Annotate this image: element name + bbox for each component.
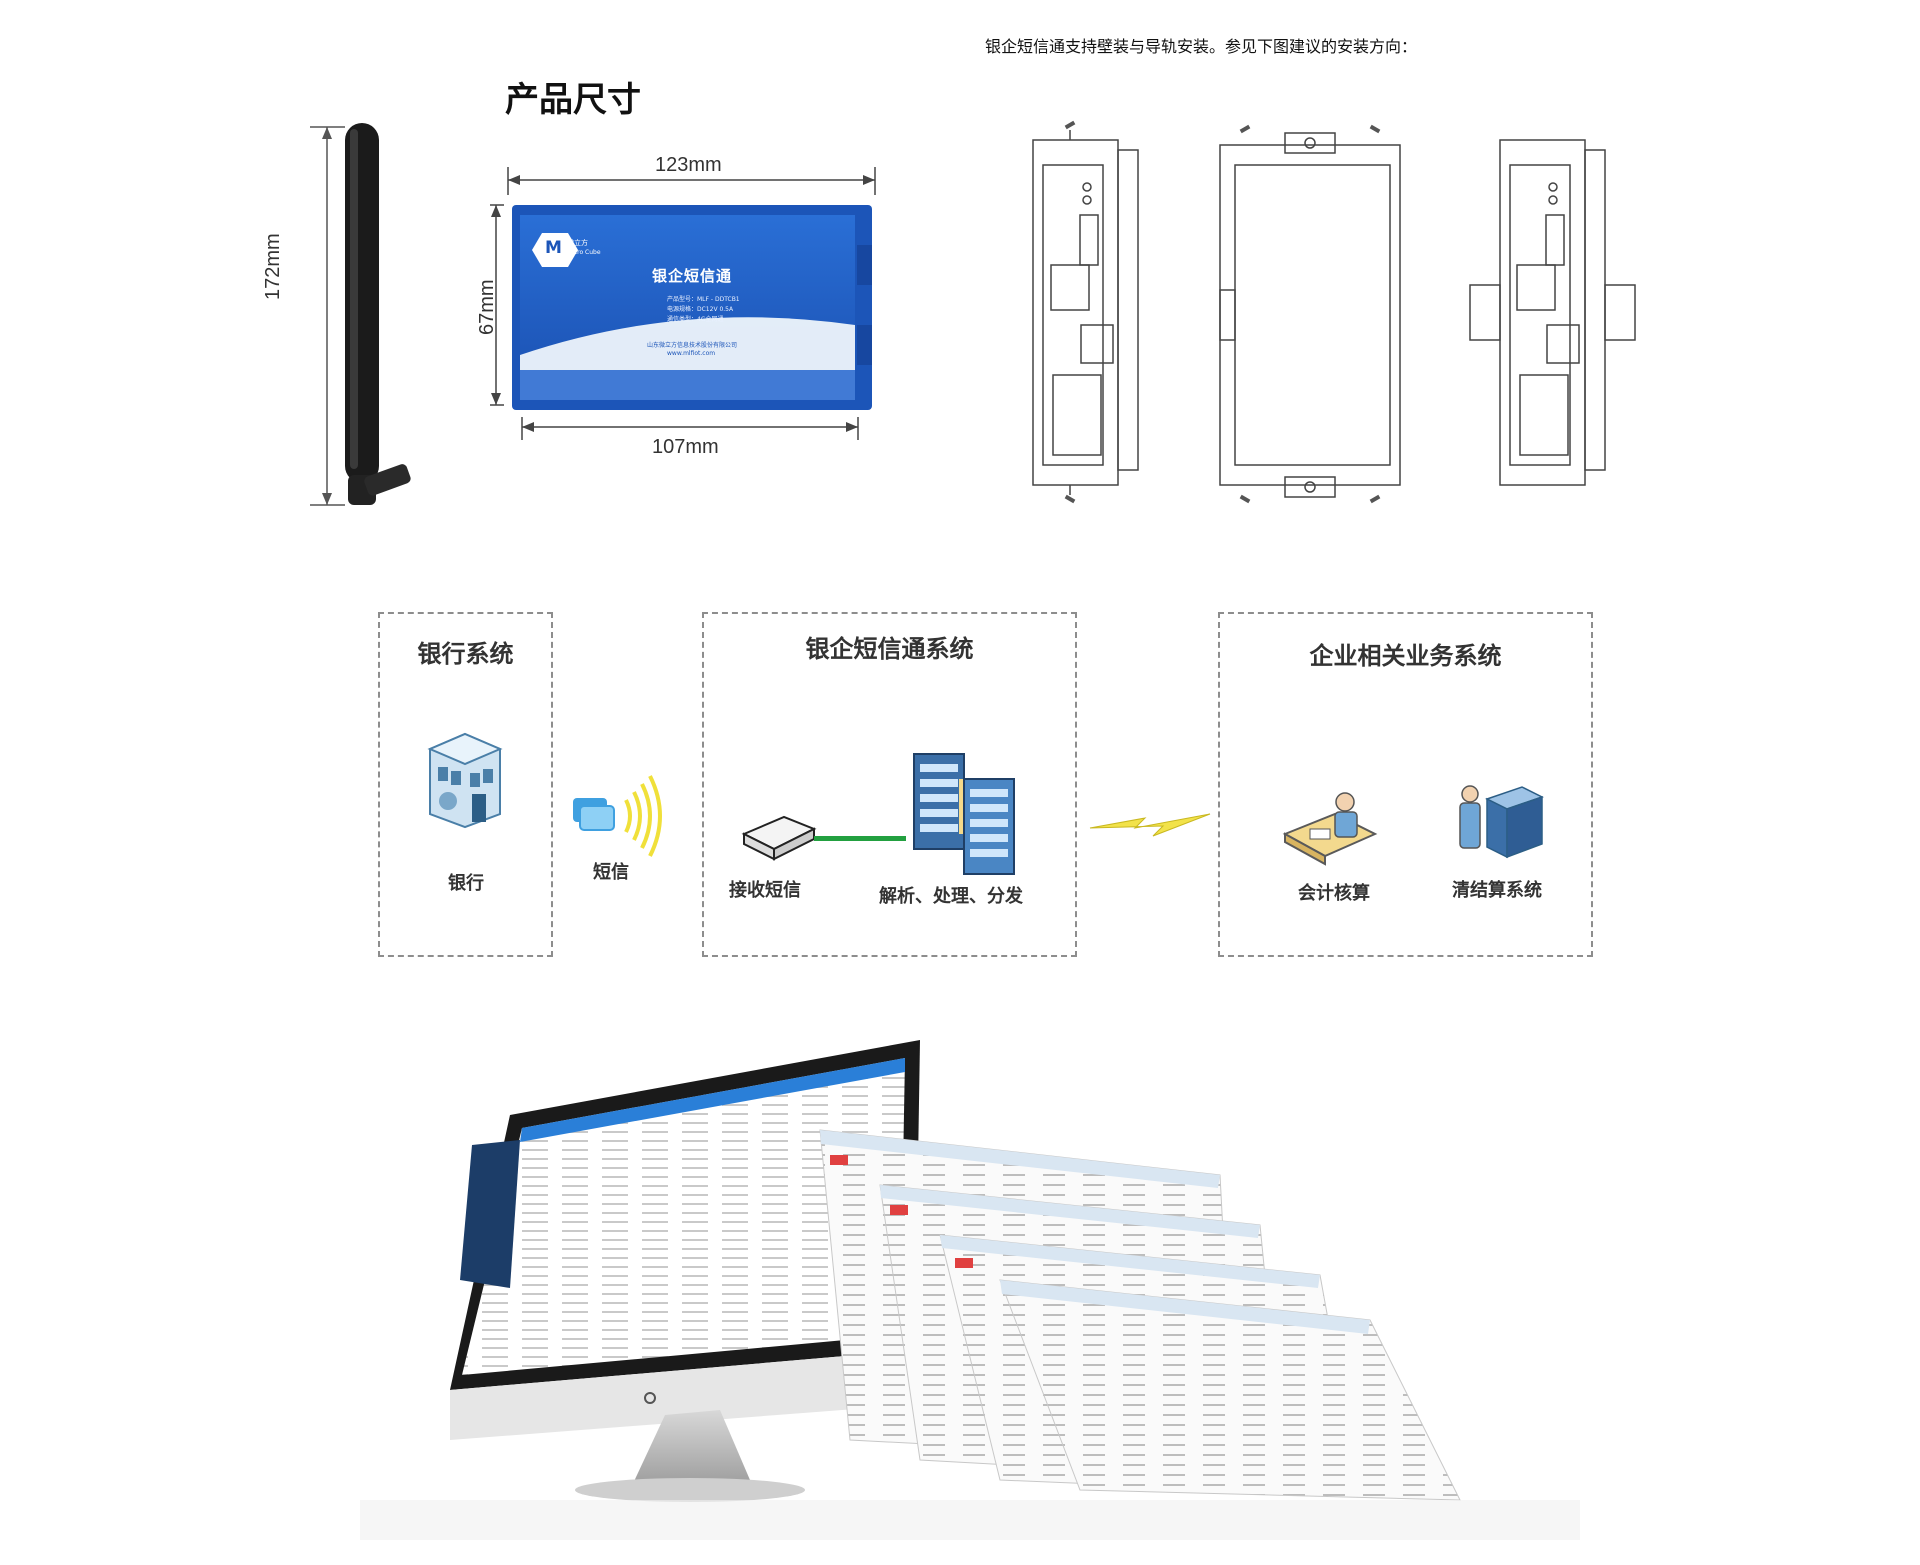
lightning-icon — [1089, 813, 1211, 837]
server-cluster-icon — [913, 753, 1015, 875]
accounting-desk-icon — [1282, 792, 1378, 866]
device-company: 山东微立方信息技术股份有限公司 — [647, 342, 738, 349]
device-spec-line: 电源规格：DC12V 0.5A — [667, 306, 734, 313]
process-label: 解析、处理、分发 — [879, 886, 1023, 907]
logo-brand: 微立方 — [567, 239, 588, 247]
document-sheets-icon — [819, 1129, 1461, 1501]
device-box: M 微立方 Micro Cube 银企短信通 产品型号：MLF - DDTCB1… — [512, 205, 872, 410]
antenna-height-label: 172mm — [262, 233, 284, 300]
link-line — [814, 836, 906, 841]
device-spec-line: 通信类型：4G全网通 — [667, 316, 724, 323]
receive-sms-label: 接收短信 — [729, 880, 801, 901]
device-height-label: 67mm — [476, 279, 498, 335]
settlement-server-icon — [1459, 785, 1544, 859]
device-url: www.mlfiot.com — [667, 350, 716, 357]
mounting-drawings — [1032, 120, 1636, 504]
device-spec-line: 产品型号：MLF - DDTCB1 — [667, 296, 740, 303]
bank-system-box: 银行系统 银行 — [378, 612, 553, 957]
bank-system-title: 银行系统 — [417, 640, 514, 668]
device-name: 银企短信通 — [652, 267, 733, 285]
antenna-drawing — [310, 123, 411, 506]
device-dimension-lines — [490, 167, 876, 440]
sms-system-title: 银企短信通系统 — [805, 635, 974, 663]
sms-receiver-device-icon — [741, 815, 817, 861]
enterprise-system-title: 企业相关业务系统 — [1309, 642, 1502, 670]
side-view-wall-icon — [1032, 130, 1139, 495]
accounting-label: 会计核算 — [1298, 883, 1370, 904]
bank-label: 银行 — [448, 873, 484, 894]
device-spec-list: 产品型号：MLF - DDTCB1 电源规格：DC12V 0.5A 通信类型：4… — [667, 295, 740, 325]
settlement-label: 清结算系统 — [1452, 880, 1542, 901]
sms-system-box: 银企短信通系统 接收短信 解析、处理、分发 — [702, 612, 1077, 957]
device-width-top-label: 123mm — [655, 154, 722, 176]
monitor-icon — [450, 1040, 920, 1502]
software-screens-illustration — [360, 1040, 1580, 1540]
sms-signal-icon — [573, 775, 662, 857]
product-size-title: 产品尺寸 — [505, 80, 641, 120]
front-view-wall-icon — [1219, 132, 1401, 498]
sms-label: 短信 — [593, 862, 629, 883]
device-width-bottom-label: 107mm — [652, 436, 719, 458]
side-view-rail-icon — [1469, 139, 1636, 486]
logo-letter: M — [545, 238, 562, 258]
logo-sub: Micro Cube — [567, 249, 601, 256]
enterprise-system-box: 企业相关业务系统 会计核算 清结算系统 — [1218, 612, 1593, 957]
bank-building-icon — [427, 732, 503, 829]
install-note: 银企短信通支持壁装与导轨安装。参见下图建议的安装方向： — [985, 37, 1418, 56]
